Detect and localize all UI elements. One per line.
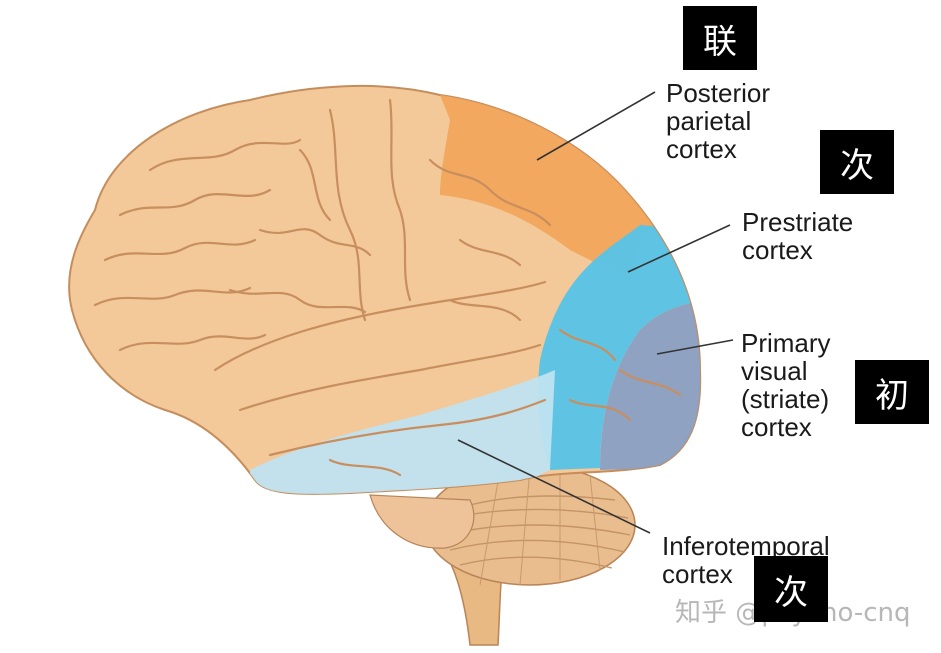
pons [369,494,475,549]
label-prestriate: Prestriate cortex [742,208,853,264]
leader-lines [457,91,734,534]
label-line: Prestriate [742,207,854,237]
label-line: visual [741,356,808,386]
label-primary-visual: Primary visual (striate) cortex [741,329,831,441]
label-line: Inferotemporal [662,531,830,561]
region-posterior-parietal [440,95,680,280]
label-line: Posterior [666,78,771,108]
badge-primary: 初 [855,360,929,424]
region-prestriate [538,225,701,470]
leader-line-primary-visual [656,339,734,355]
label-line: (striate) [741,384,830,414]
label-line: Primary [741,328,831,358]
leader-line-prestriate [627,224,731,273]
badge-inferotemporal: 次 [754,556,828,622]
label-posterior-parietal: Posterior parietal cortex [666,79,770,163]
region-inferotemporal [250,370,555,494]
label-line: cortex [742,235,813,265]
leader-line-inferotemporal [457,439,651,534]
label-line: cortex [666,134,737,164]
label-line: parietal [666,106,752,136]
region-primary-visual [600,300,701,470]
brain-gyri [93,98,682,477]
badge-parietal: 联 [683,6,757,70]
leader-line-posterior-parietal [536,91,656,161]
label-line: cortex [741,412,812,442]
label-line: cortex [662,559,733,589]
label-inferotemporal: Inferotemporal cortex [662,532,830,588]
badge-prestriate: 次 [820,130,894,194]
